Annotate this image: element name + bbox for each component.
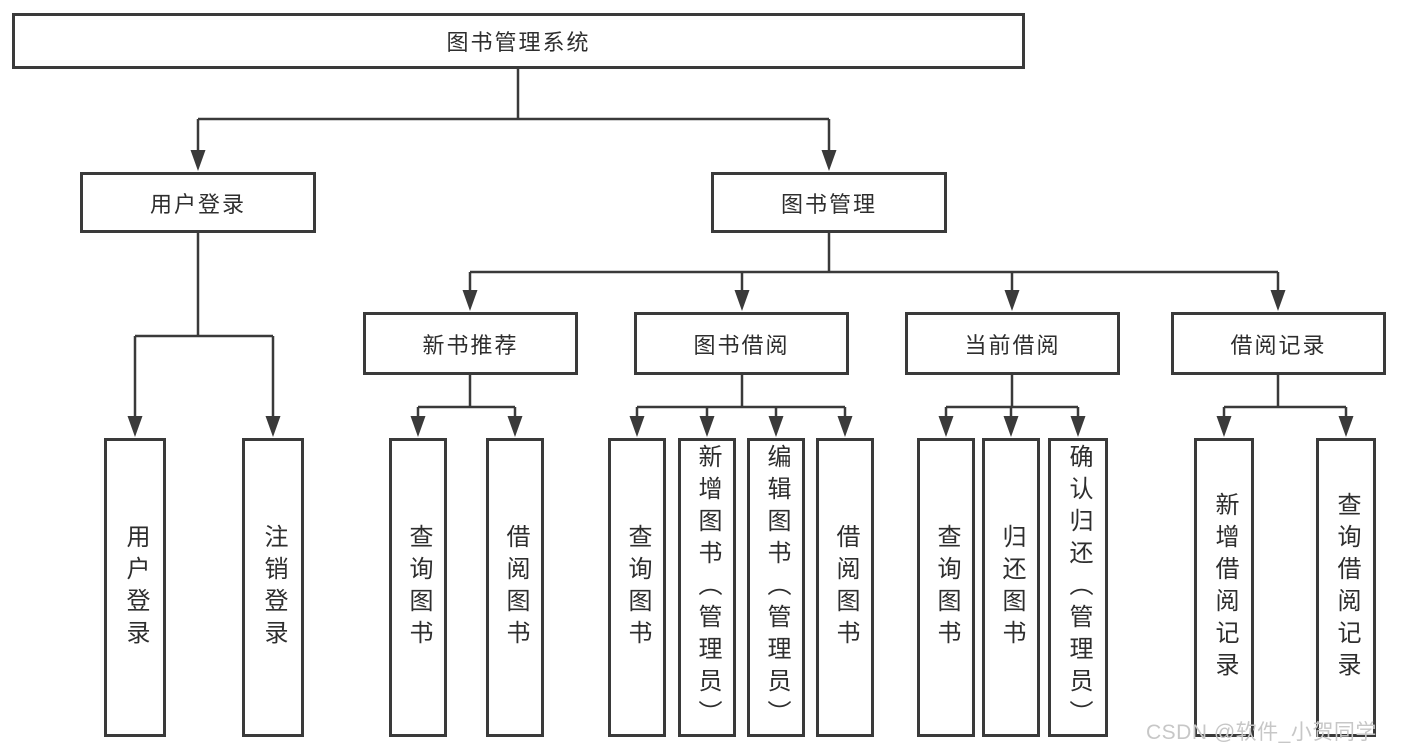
arrowhead — [507, 416, 523, 437]
leaf-borrow-books-borrow-label: 借阅图书 — [832, 523, 859, 652]
node-book-management: 图书管理 — [711, 172, 947, 233]
leaf-confirm-return-admin: 确认归还（管理员） — [1048, 438, 1108, 737]
leaf-edit-books-admin-label: 编辑图书（管理员） — [763, 443, 790, 732]
arrowhead — [1004, 290, 1020, 311]
leaf-query-books-borrow-label: 查询图书 — [624, 523, 651, 652]
leaf-add-borrow-record-label: 新增借阅记录 — [1211, 491, 1238, 684]
node-system-root: 图书管理系统 — [12, 13, 1025, 69]
connector-currentborrow-to-leaves — [944, 375, 1080, 418]
node-book-management-label: 图书管理 — [780, 191, 877, 217]
node-current-borrow: 当前借阅 — [905, 312, 1120, 375]
leaf-edit-books-admin: 编辑图书（管理员） — [747, 438, 805, 737]
leaf-add-books-admin-label: 新增图书（管理员） — [694, 443, 721, 732]
leaf-query-books-recommend-label: 查询图书 — [405, 523, 432, 652]
leaf-borrow-books-borrow: 借阅图书 — [816, 438, 874, 737]
connector-borrowrecords-to-leaves — [1222, 375, 1348, 418]
leaf-logout-login-label: 注销登录 — [260, 523, 287, 652]
arrowhead — [1270, 290, 1286, 311]
node-book-borrow-label: 图书借阅 — [693, 332, 790, 358]
node-current-borrow-label: 当前借阅 — [964, 332, 1061, 358]
arrowhead — [1003, 416, 1019, 437]
arrowhead — [127, 416, 143, 437]
connector-bookmgmt-to-level3 — [468, 233, 1280, 293]
leaf-query-borrow-record-label: 查询借阅记录 — [1333, 491, 1360, 684]
connector-bookborrow-to-leaves — [635, 375, 847, 418]
arrowhead — [1338, 416, 1354, 437]
arrowhead — [462, 290, 478, 311]
arrowhead — [265, 416, 281, 437]
connector-newbookrec-to-leaves — [416, 375, 517, 418]
arrowhead — [734, 290, 750, 311]
node-user-login: 用户登录 — [80, 172, 316, 233]
leaf-user-login: 用户登录 — [104, 438, 166, 737]
leaf-borrow-books-recommend-label: 借阅图书 — [502, 523, 529, 652]
arrowhead — [629, 416, 645, 437]
watermark: CSDN @软件_小贺同学 — [1146, 721, 1377, 744]
arrowhead — [768, 416, 784, 437]
leaf-add-books-admin: 新增图书（管理员） — [678, 438, 736, 737]
node-book-borrow: 图书借阅 — [634, 312, 849, 375]
arrowhead — [1216, 416, 1232, 437]
node-new-book-recommend: 新书推荐 — [363, 312, 578, 375]
arrowhead — [1070, 416, 1086, 437]
node-borrow-records-label: 借阅记录 — [1230, 332, 1327, 358]
node-borrow-records: 借阅记录 — [1171, 312, 1386, 375]
node-user-login-label: 用户登录 — [149, 191, 246, 217]
arrowhead — [190, 150, 206, 171]
connector-root-to-level2 — [196, 69, 831, 152]
leaf-confirm-return-admin-label: 确认归还（管理员） — [1065, 443, 1092, 732]
arrowhead — [699, 416, 715, 437]
arrowhead — [837, 416, 853, 437]
leaf-query-borrow-record: 查询借阅记录 — [1316, 438, 1376, 737]
leaf-query-books-current-label: 查询图书 — [933, 523, 960, 652]
leaf-return-books-label: 归还图书 — [998, 523, 1025, 652]
node-system-root-label: 图书管理系统 — [446, 30, 591, 55]
arrowhead — [938, 416, 954, 437]
leaf-borrow-books-recommend: 借阅图书 — [486, 438, 544, 737]
leaf-query-books-current: 查询图书 — [917, 438, 975, 737]
node-new-book-recommend-label: 新书推荐 — [422, 332, 519, 358]
arrowhead — [821, 150, 837, 171]
leaf-query-books-borrow: 查询图书 — [608, 438, 666, 737]
leaf-user-login-label: 用户登录 — [122, 523, 149, 652]
leaf-return-books: 归还图书 — [982, 438, 1040, 737]
arrowheads — [127, 150, 1354, 437]
arrowhead — [410, 416, 426, 437]
leaf-add-borrow-record: 新增借阅记录 — [1194, 438, 1254, 737]
leaf-logout-login: 注销登录 — [242, 438, 304, 737]
leaf-query-books-recommend: 查询图书 — [389, 438, 447, 737]
connector-userlogin-to-leaves — [133, 233, 275, 418]
